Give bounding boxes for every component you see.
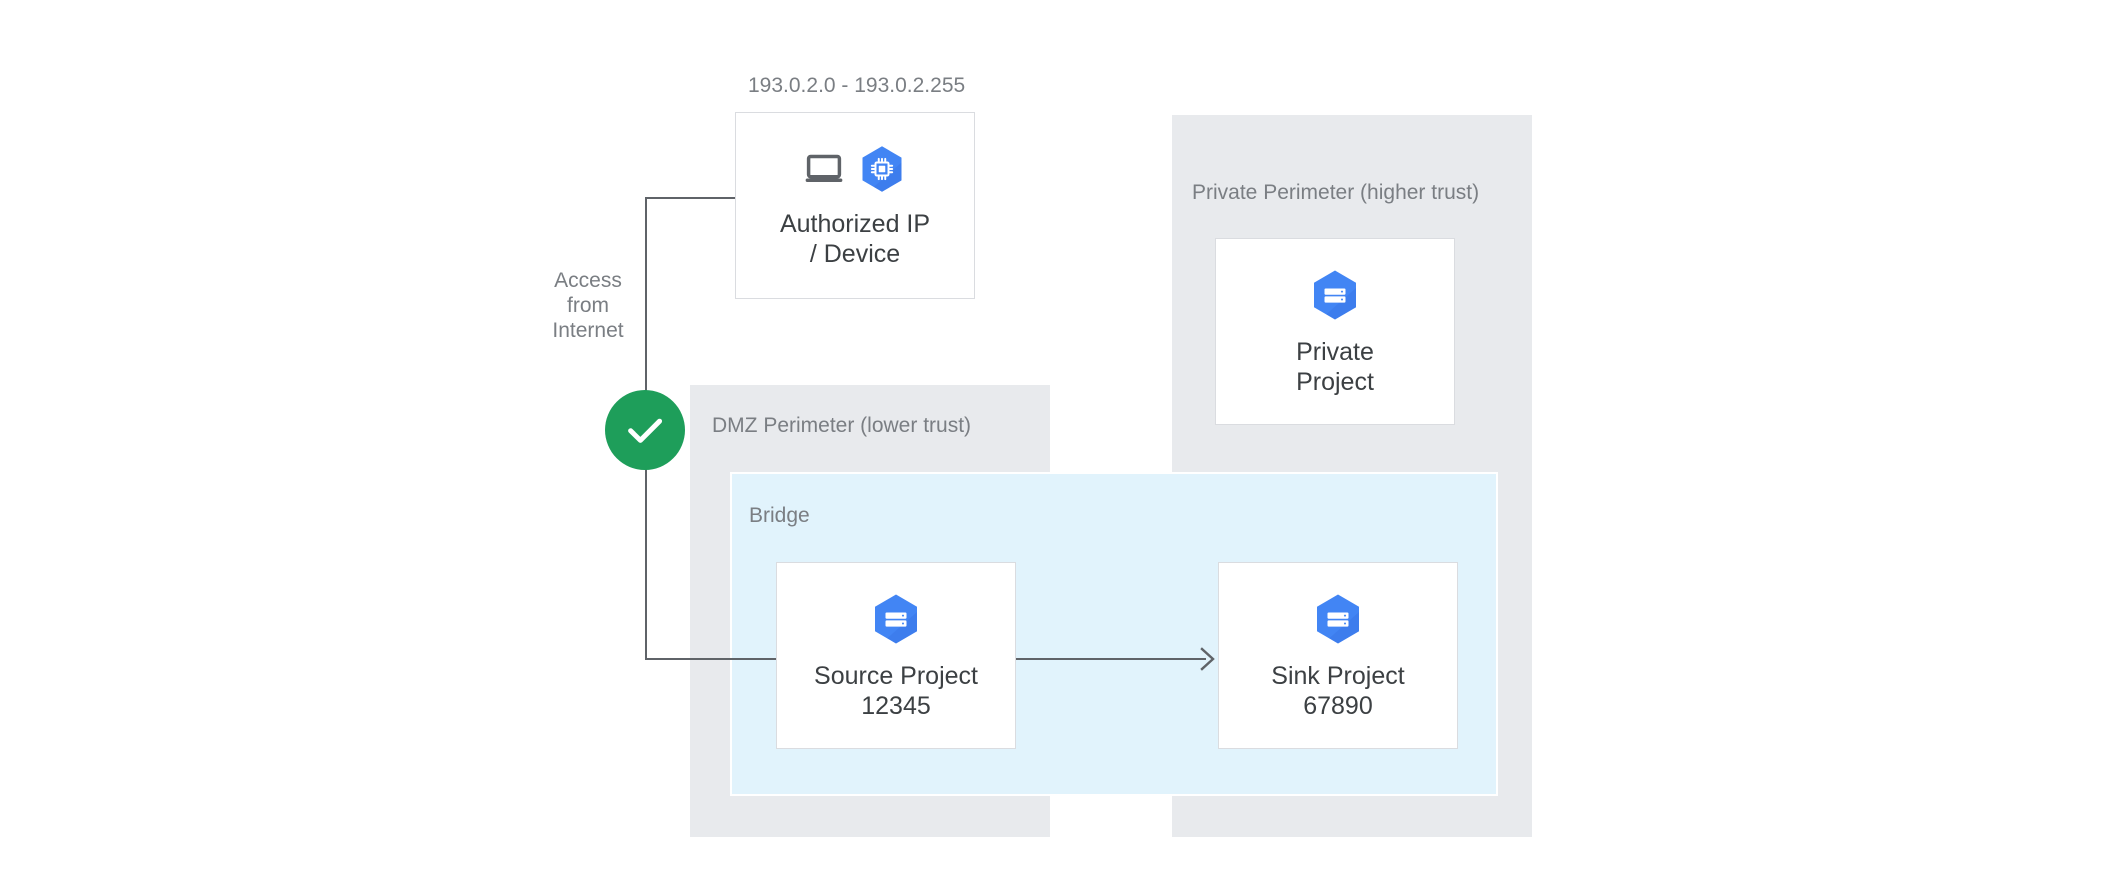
private-perimeter-label: Private Perimeter (higher trust) bbox=[1192, 181, 1480, 204]
project-server-icon bbox=[875, 594, 917, 643]
project-server-icon bbox=[1317, 594, 1359, 643]
connector-internet-bottom-segment bbox=[645, 658, 776, 660]
node-label-private-project: Private Project bbox=[1296, 337, 1374, 396]
node-authorized-ip-device[interactable]: Authorized IP / Device bbox=[735, 112, 975, 299]
node-label-authorized-ip-device: Authorized IP / Device bbox=[779, 209, 931, 268]
connector-internet-top-segment bbox=[645, 197, 735, 199]
node-private-project[interactable]: Private Project bbox=[1215, 238, 1455, 425]
bridge-label: Bridge bbox=[749, 504, 810, 527]
check-icon bbox=[628, 418, 663, 443]
arrowhead-icon bbox=[1200, 647, 1215, 671]
access-from-internet-label: Access from Internet bbox=[552, 269, 624, 342]
compute-chip-icon bbox=[862, 145, 902, 192]
node-icon-group bbox=[802, 143, 908, 195]
node-label-source-project: Source Project 12345 bbox=[814, 661, 978, 720]
access-allowed-check-badge bbox=[605, 390, 685, 470]
node-icon-group bbox=[1310, 591, 1366, 647]
dmz-perimeter-label: DMZ Perimeter (lower trust) bbox=[712, 414, 972, 437]
node-sink-project[interactable]: Sink Project 67890 bbox=[1218, 562, 1458, 749]
node-source-project[interactable]: Source Project 12345 bbox=[776, 562, 1016, 749]
node-icon-group bbox=[1307, 267, 1363, 323]
ip-range-label: 193.0.2.0 - 193.0.2.255 bbox=[748, 74, 966, 97]
connector-source-to-sink-line bbox=[1016, 658, 1206, 660]
project-server-icon bbox=[1314, 270, 1356, 319]
laptop-icon bbox=[805, 154, 843, 182]
node-icon-group bbox=[868, 591, 924, 647]
node-label-sink-project: Sink Project 67890 bbox=[1271, 661, 1405, 720]
